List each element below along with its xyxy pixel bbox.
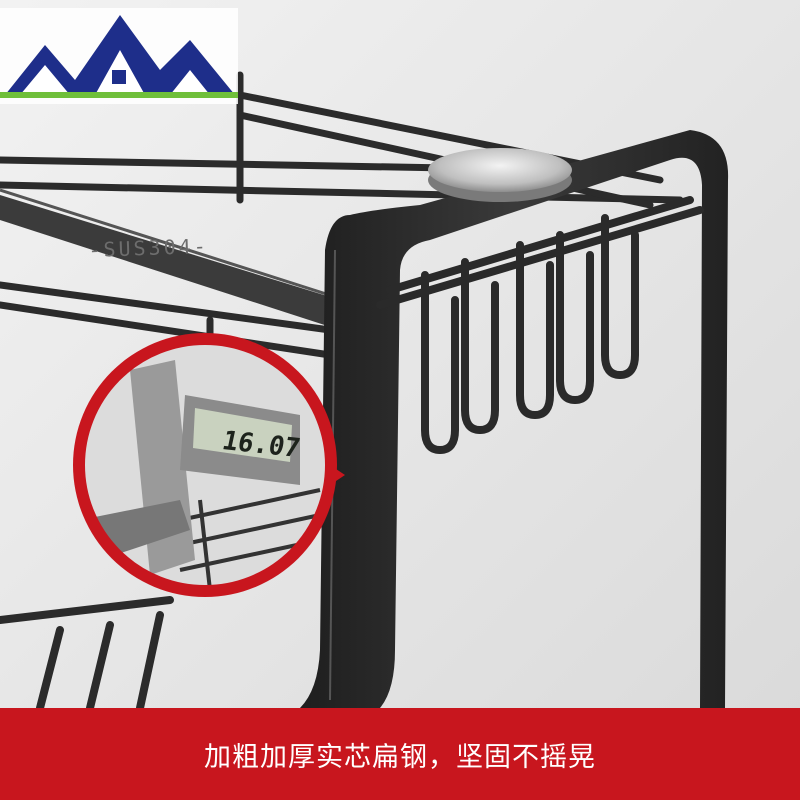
hook-row bbox=[376, 196, 704, 455]
house-logo-icon bbox=[0, 8, 238, 104]
front-flat-bar bbox=[0, 195, 340, 330]
lower-basket bbox=[0, 596, 174, 712]
caption-text: 加粗加厚实芯扁钢，坚固不摇晃 bbox=[204, 741, 596, 773]
caliper-icon bbox=[80, 340, 330, 590]
material-stamp: -SUS304- bbox=[88, 233, 210, 262]
coin-icon bbox=[428, 148, 572, 202]
caption-band: 加粗加厚实芯扁钢，坚固不摇晃 bbox=[0, 708, 800, 800]
